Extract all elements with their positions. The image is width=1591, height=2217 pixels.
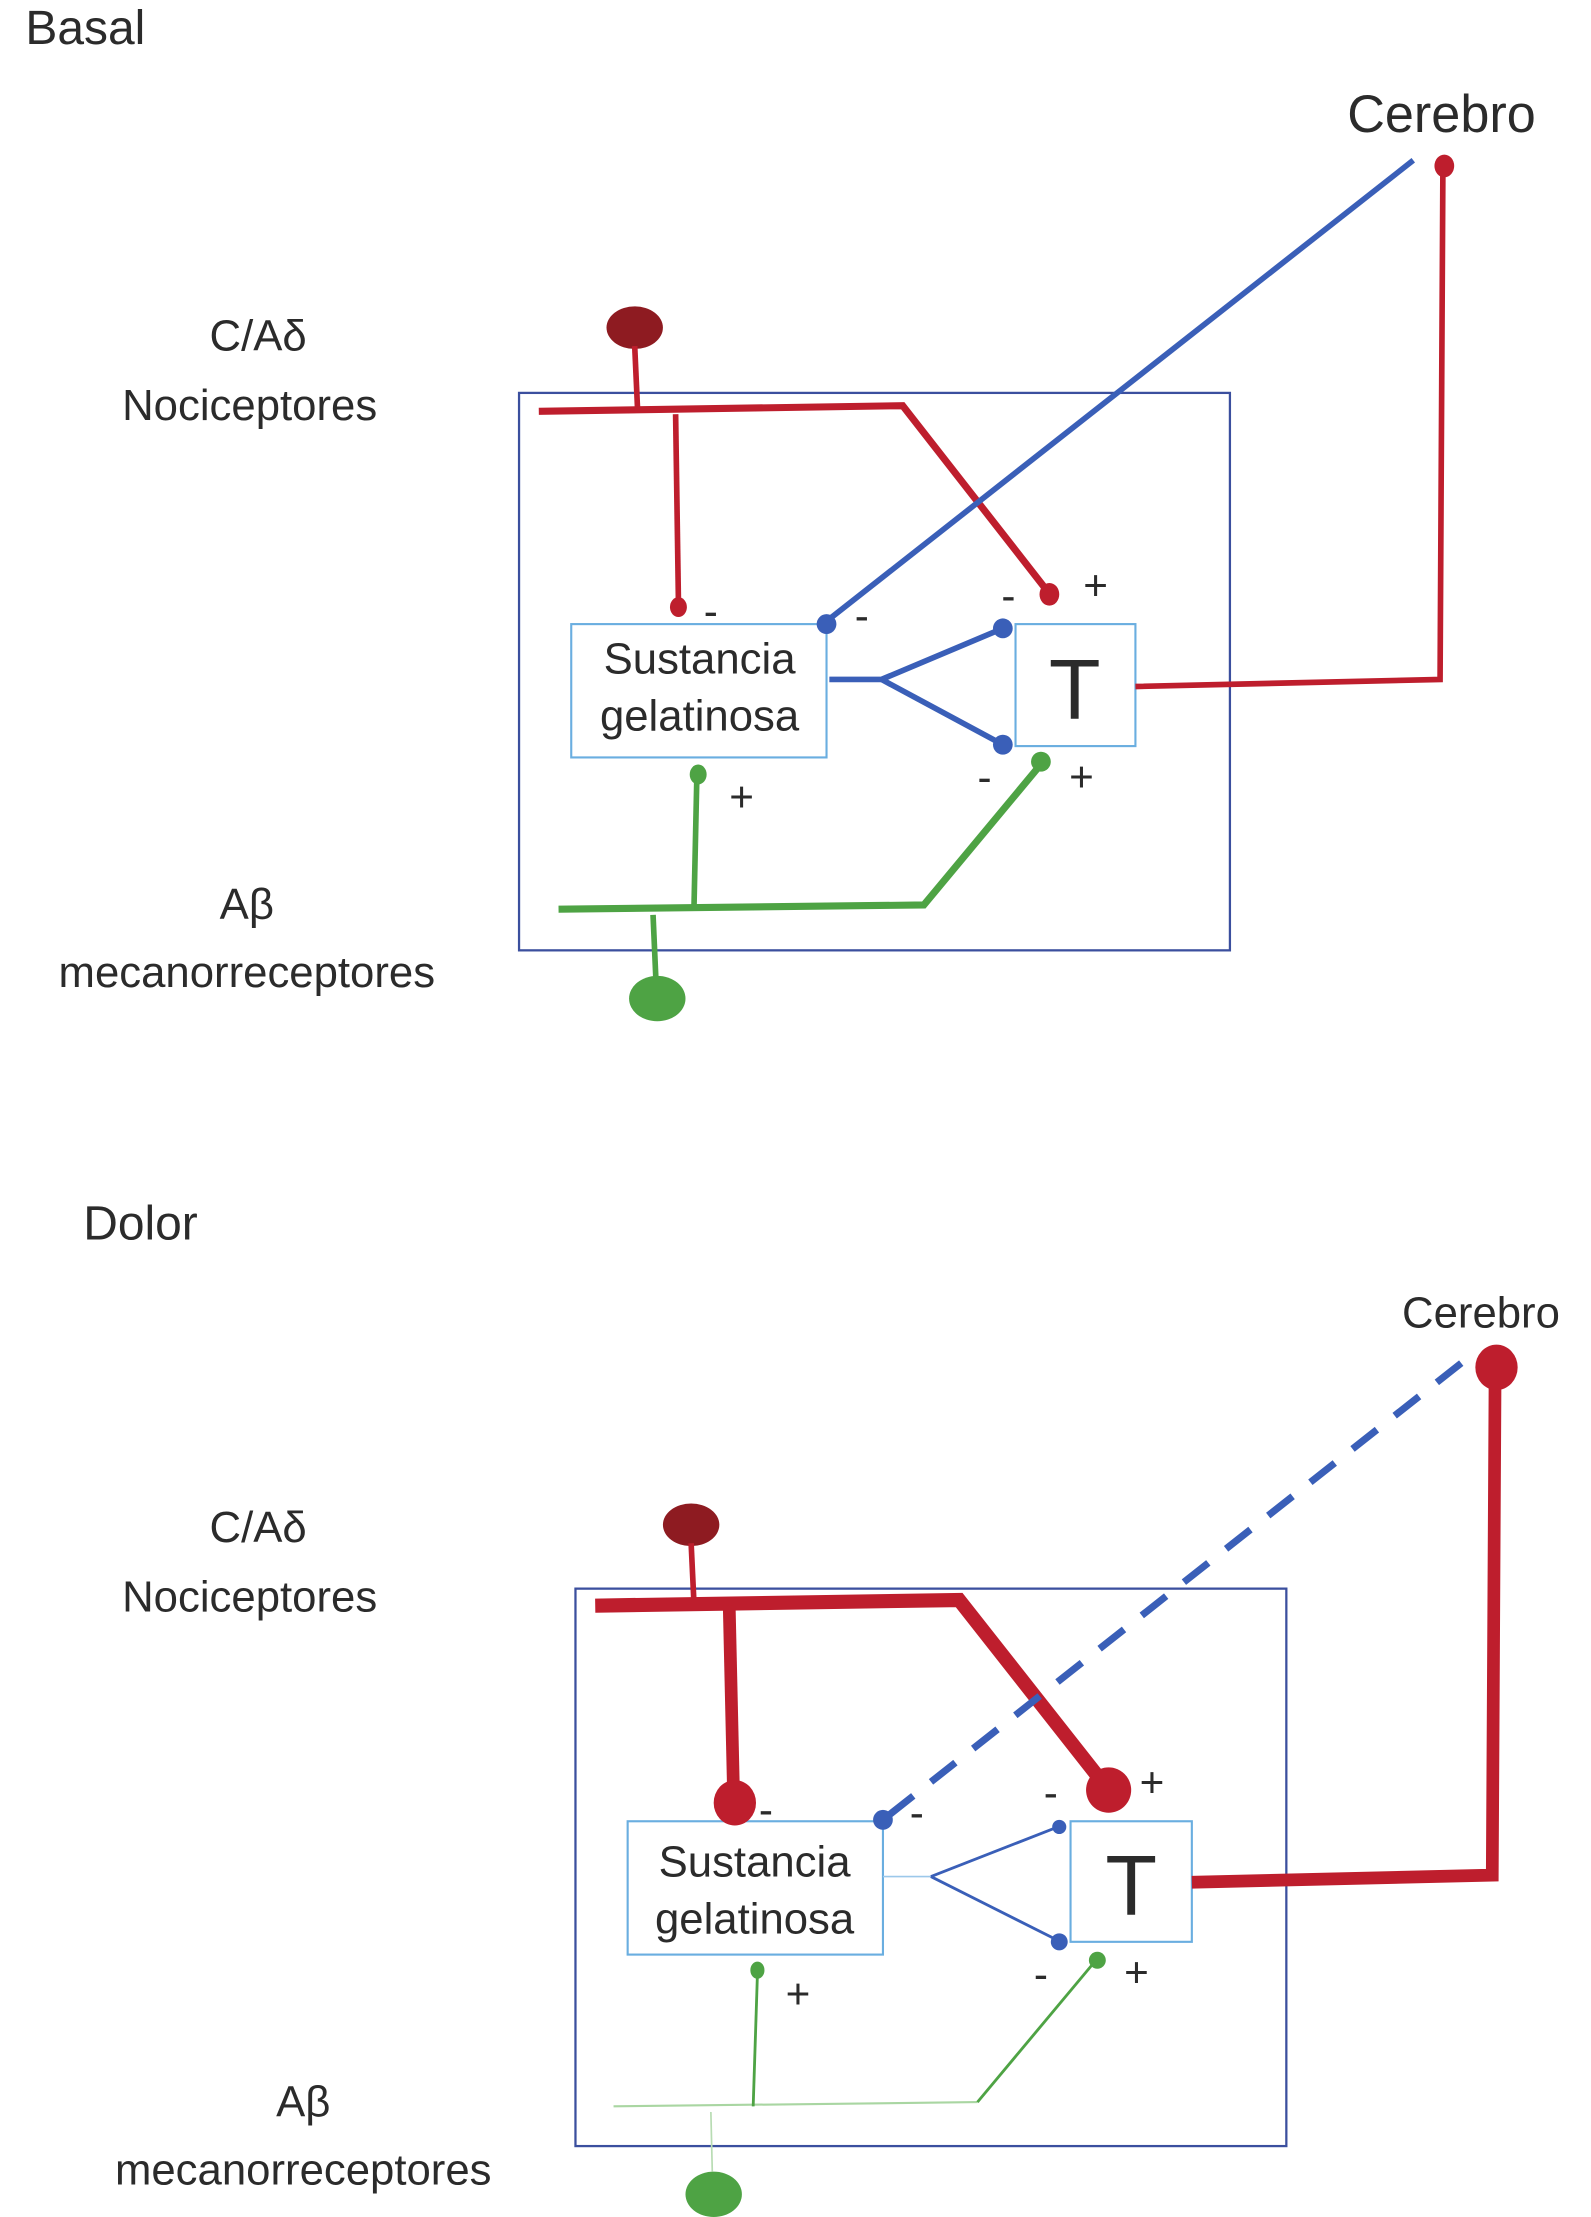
mechanoreceptor-stem — [710, 2112, 714, 2172]
sign-sg-to-t-bottom: - — [977, 753, 991, 800]
nociceptor-soma — [662, 1503, 720, 1547]
nociceptor-terminal-sg — [669, 597, 687, 618]
nociceptor-branch-sg — [672, 414, 682, 602]
sign-brain-to-sg: - — [910, 1789, 924, 1836]
nociceptor-terminal-t — [1086, 1767, 1132, 1813]
nociceptor-axon — [595, 1592, 1115, 1795]
mechanoreceptor-axon — [558, 763, 1043, 913]
sg-to-t-upper — [930, 1825, 1059, 1878]
sg-label-line2: gelatinosa — [600, 691, 800, 740]
mechanoreceptor-terminal-sg — [750, 1961, 765, 1979]
sg-terminal-t-top — [1052, 1819, 1067, 1835]
mechanoreceptor-stem — [650, 914, 659, 979]
sg-terminal-t-bottom — [992, 734, 1013, 755]
t-to-brain-pathway — [1135, 167, 1446, 690]
mechanoreceptor-soma — [629, 975, 686, 1022]
sign-sg-to-t-top: - — [1001, 572, 1015, 619]
brain-terminal — [1475, 1344, 1518, 1391]
nociceptor-label-type: C/Aδ — [210, 1503, 307, 1552]
dorsal-horn-frame — [517, 391, 1232, 952]
sign-noci-to-t: + — [1083, 562, 1108, 609]
nociceptor-branch-sg — [722, 1605, 740, 1791]
sg-to-t-lower — [930, 1875, 1059, 1942]
mechanoreceptor-label-type: Aβ — [276, 2077, 330, 2126]
sg-to-t-lower — [880, 676, 1005, 748]
sg-terminal-t-bottom — [1050, 1933, 1068, 1951]
mechanoreceptor-soma — [685, 2171, 742, 2217]
nociceptor-label: Nociceptores — [122, 1572, 377, 1621]
sign-noci-to-sg: - — [704, 587, 718, 634]
descending-terminal-sg — [873, 1809, 893, 1830]
nociceptor-stem — [631, 345, 641, 409]
mechanoreceptor-branch-sg — [751, 1974, 759, 2107]
mechanoreceptor-terminal-sg — [689, 764, 707, 785]
brain-terminal — [1434, 154, 1455, 178]
panel-title-dolor: Dolor — [83, 1197, 198, 1251]
sign-noci-to-sg: - — [759, 1786, 773, 1833]
sign-brain-to-sg: - — [855, 592, 869, 639]
descending-inhibition-pathway-reduced — [880, 1360, 1464, 1823]
mechanoreceptor-label: mecanorreceptores — [59, 948, 436, 997]
sg-label-line1: Sustancia — [659, 1837, 852, 1886]
brain-label: Cerebro — [1347, 86, 1536, 144]
sign-mech-to-t: + — [1069, 753, 1094, 800]
nociceptor-label: Nociceptores — [122, 381, 377, 430]
descending-terminal-sg — [816, 614, 837, 635]
panel-title-basal: Basal — [25, 1, 145, 55]
sign-mech-to-sg: + — [729, 773, 754, 820]
t-cell-label: T — [1105, 1838, 1157, 1933]
sign-sg-to-t-top: - — [1044, 1769, 1058, 1816]
sg-label-line1: Sustancia — [604, 635, 797, 684]
sg-label-line2: gelatinosa — [655, 1894, 855, 1943]
sign-mech-to-sg: + — [786, 1970, 811, 2017]
sg-terminal-t-top — [992, 618, 1013, 639]
descending-inhibition-pathway — [824, 158, 1416, 624]
mechanoreceptor-terminal-t — [1031, 751, 1051, 772]
dorsal-horn-frame — [574, 1587, 1288, 2148]
nociceptor-axon — [538, 402, 1050, 593]
sign-mech-to-t: + — [1124, 1949, 1149, 1996]
mechanoreceptor-branch-sg — [691, 780, 700, 910]
t-cell-label: T — [1049, 642, 1101, 737]
nociceptor-label-type: C/Aδ — [210, 311, 307, 360]
mechanoreceptor-label-type: Aβ — [220, 880, 274, 929]
sign-noci-to-t: + — [1140, 1759, 1165, 1806]
sustancia-gelatinosa-box — [570, 623, 828, 759]
brain-label: Cerebro — [1402, 1289, 1560, 1338]
t-cell-box — [1014, 623, 1137, 748]
mechanoreceptor-branch-t — [976, 1959, 1098, 2104]
nociceptor-terminal-t — [1039, 582, 1060, 606]
panel-basal: Basal Cerebro C/Aδ Nociceptores Aβ mecan… — [25, 1, 1536, 1022]
mechanoreceptor-axon — [613, 2101, 978, 2108]
mechanoreceptor-label: mecanorreceptores — [115, 2145, 492, 2194]
t-to-brain-pathway — [1191, 1373, 1502, 1889]
panel-dolor: Dolor Cerebro C/Aδ Nociceptores Aβ mecan… — [83, 1197, 1560, 2217]
sustancia-gelatinosa-box — [626, 1820, 885, 1956]
mechanoreceptor-terminal-t — [1088, 1951, 1106, 1969]
nociceptor-soma — [606, 306, 663, 349]
nociceptor-terminal-sg — [713, 1780, 757, 1826]
nociceptor-stem — [688, 1543, 697, 1603]
sign-sg-to-t-bottom: - — [1034, 1951, 1048, 1998]
